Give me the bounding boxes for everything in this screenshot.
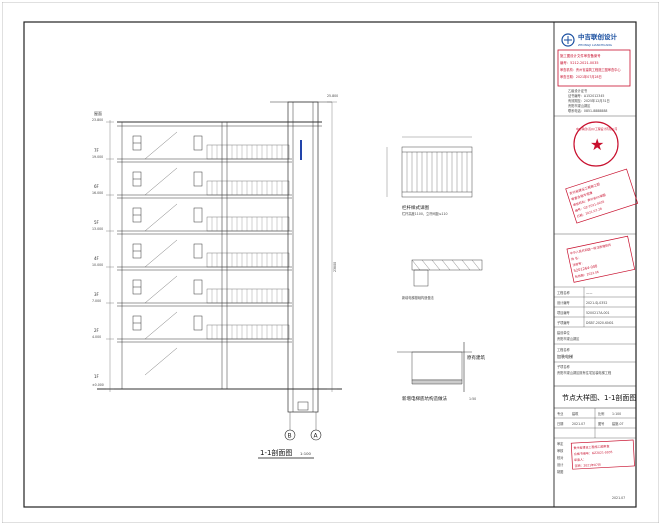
svg-text:设计编号: 设计编号: [557, 300, 570, 305]
svg-text:建筑: 建筑: [572, 411, 579, 416]
svg-text:证书编号：A152012345: 证书编号：A152012345: [568, 93, 604, 98]
svg-text:工程名称: 工程名称: [557, 347, 571, 352]
svg-text:13.000: 13.000: [92, 227, 103, 231]
svg-text:日期: 日期: [557, 421, 563, 426]
section-scale: 1:100: [300, 451, 312, 456]
certificate-info: 乙级设计证书 证书编号：A152012345 有效期至：2025年12月31日 …: [568, 88, 610, 113]
svg-text:子项名称: 子项名称: [557, 364, 571, 369]
stairs: [144, 131, 178, 376]
svg-text:7.000: 7.000: [92, 299, 101, 303]
svg-text:审核: 审核: [557, 448, 564, 453]
svg-text:DSB7-2020-KN01: DSB7-2020-KN01: [586, 321, 614, 325]
svg-text:2021-SJ-0352: 2021-SJ-0352: [586, 301, 607, 305]
svg-text:合格书编号：GZ2021-0035: 合格书编号：GZ2021-0035: [574, 449, 613, 456]
footer-review-stamp: 贵州省建设工程施工图审查 合格书编号：GZ2021-0035 审查人： 日期：2…: [570, 439, 635, 470]
svg-text:贵阳市观山湖区: 贵阳市观山湖区: [557, 336, 580, 341]
railing-title: 栏杆样式详图: [402, 204, 429, 211]
company-round-seal: [573, 121, 619, 167]
svg-text:图号: 图号: [598, 421, 604, 426]
svg-text:设计: 设计: [557, 462, 564, 467]
svg-text:5200217A-001: 5200217A-001: [586, 311, 610, 315]
beam-detail: [411, 259, 483, 287]
windows: [132, 135, 203, 331]
dimensions: [106, 101, 337, 392]
svg-text:5F: 5F: [94, 220, 100, 225]
elevator-door-marker: [300, 140, 302, 160]
review-stamp: 贵州省建设工程施工图 审查合格专用章 审查机构：贵州省XX审图 编号：GZ-20…: [565, 168, 639, 224]
svg-text:比例: 比例: [598, 411, 604, 416]
svg-text:注册号：: 注册号：: [572, 260, 585, 267]
svg-text:中吉联创(贵州)工程设计有限公司: 中吉联创(贵州)工程设计有限公司: [576, 127, 618, 131]
svg-text:加装电梯: 加装电梯: [557, 353, 573, 359]
section-title: 1-1剖面图: [260, 448, 292, 457]
svg-text:有效期至：2025年12月31日: 有效期至：2025年12月31日: [568, 98, 610, 103]
svg-text:审查人：: 审查人：: [574, 456, 586, 462]
svg-text:屋面: 屋面: [94, 110, 102, 116]
existing-building-label: 原有建筑: [467, 354, 485, 361]
svg-text:项目编号: 项目编号: [557, 310, 570, 315]
svg-text:7F: 7F: [94, 148, 100, 153]
svg-text:4.000: 4.000: [92, 335, 101, 339]
svg-text:23.800: 23.800: [92, 118, 103, 122]
svg-text:2F: 2F: [94, 328, 100, 333]
svg-text:编号：5212-2021-0035: 编号：5212-2021-0035: [560, 60, 599, 65]
beam-title: 新增电梯基础构造做法: [402, 295, 434, 300]
pit-scale: 1:50: [469, 397, 476, 401]
svg-text:子项编号: 子项编号: [557, 320, 570, 325]
company-logo-icon: [561, 33, 575, 47]
svg-text:2021.07: 2021.07: [572, 422, 585, 426]
svg-text:2021.07: 2021.07: [612, 496, 625, 500]
svg-text:姓 名：: 姓 名：: [571, 254, 582, 261]
walkways: [206, 144, 290, 340]
svg-text:1F: 1F: [94, 374, 100, 379]
pit-title: 新增电梯底坑构造做法: [402, 395, 447, 402]
railing-detail: [386, 136, 473, 198]
svg-text:专业: 专业: [557, 411, 563, 416]
svg-text:贵阳市观山湖区: 贵阳市观山湖区: [568, 103, 591, 108]
axis-bubbles: B A: [284, 412, 322, 441]
drawing-title: 节点大样图、1-1剖面图: [562, 393, 636, 402]
svg-text:校对: 校对: [557, 455, 564, 460]
title-block: 中吉联创设计 ZHONGJI LIANCHUANG 施工图设计文件审查备案号 编…: [554, 32, 639, 500]
top-elevation: 25.800: [327, 94, 338, 98]
svg-text:建施-07: 建施-07: [612, 421, 624, 426]
svg-text:6F: 6F: [94, 184, 100, 189]
svg-text:有效期：2022.06: 有效期：2022.06: [574, 269, 599, 279]
svg-text:贵阳市观山湖区既有住宅加装电梯工程: 贵阳市观山湖区既有住宅加装电梯工程: [557, 370, 612, 375]
svg-text:制图: 制图: [557, 469, 563, 474]
svg-text:A: A: [314, 433, 319, 440]
svg-text:施工图设计文件审查备案号: 施工图设计文件审查备案号: [560, 53, 601, 58]
svg-text:审定: 审定: [557, 441, 564, 446]
svg-text:——: ——: [586, 291, 593, 295]
svg-text:工程名称: 工程名称: [557, 290, 571, 295]
svg-text:4F: 4F: [94, 256, 100, 261]
railing-note: 栏杆高度1100，立杆间距≤110: [402, 211, 448, 216]
pit-detail: [397, 342, 472, 392]
company-name-sub: ZHONGJI LIANCHUANG: [578, 43, 613, 47]
svg-text:±0.000: ±0.000: [92, 383, 104, 387]
svg-text:建设单位: 建设单位: [557, 330, 571, 335]
svg-text:审查合格专用章: 审查合格专用章: [570, 190, 594, 202]
svg-text:10.000: 10.000: [92, 263, 103, 267]
total-height-dim: 23800: [333, 262, 337, 272]
svg-text:贵州省建设工程施工图审查: 贵州省建设工程施工图审查: [573, 443, 609, 450]
svg-text:审查机构：贵州省建筑工程施工图审查中心: 审查机构：贵州省建筑工程施工图审查中心: [560, 67, 621, 72]
svg-text:16.000: 16.000: [92, 191, 103, 195]
svg-text:联系电话：0851-8888888: 联系电话：0851-8888888: [568, 108, 607, 113]
svg-text:日期：2021年07月: 日期：2021年07月: [574, 462, 601, 468]
svg-text:乙级设计证书: 乙级设计证书: [568, 88, 588, 93]
company-name: 中吉联创设计: [578, 32, 618, 41]
approval-stamp: [557, 49, 631, 87]
svg-text:B: B: [288, 433, 292, 440]
floor-labels: 屋面 23.800 7F 19.000 6F 16.000 5F 13.000 …: [92, 110, 104, 387]
svg-text:5201264-008: 5201264-008: [573, 264, 598, 273]
svg-text:3F: 3F: [94, 292, 100, 297]
svg-text:1:100: 1:100: [612, 412, 621, 416]
svg-text:审查日期：2021年07月28日: 审查日期：2021年07月28日: [560, 74, 602, 79]
svg-text:19.000: 19.000: [92, 155, 103, 159]
seal-star-icon: ★: [590, 135, 604, 154]
